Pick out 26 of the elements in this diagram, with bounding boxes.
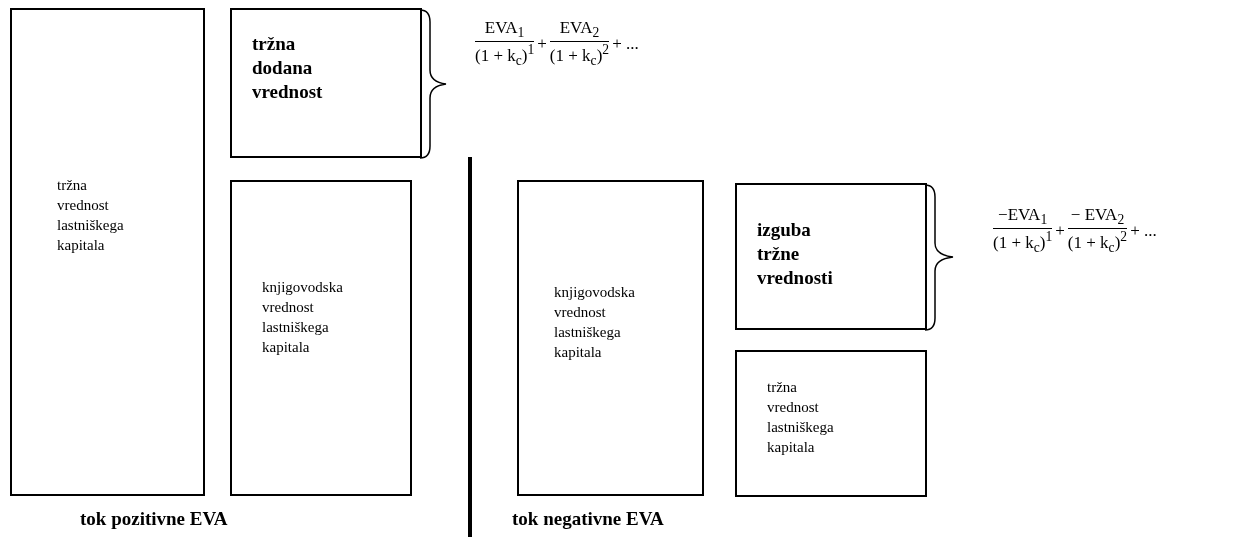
denominator: (1 + k$_{c}$)$^{2}$ (1067, 229, 1128, 257)
numerator: −EVA$_{1}$ (998, 205, 1048, 229)
plus-sign: + (1055, 220, 1065, 241)
caption: tok negativne EVA (512, 508, 664, 530)
box-label: knjigovodska vrednost lastniškega kapitala (262, 278, 344, 357)
denominator: (1 + k$_{c}$)$^{1}$ (993, 229, 1053, 257)
box-label: tržna dodana vrednost (252, 32, 324, 104)
box-label: tržna vrednost lastniškega kapitala (57, 176, 125, 255)
text-box (230, 8, 422, 158)
caption: tok pozitivne EVA (80, 508, 228, 530)
numerator: EVA$_{2}$ (559, 18, 600, 42)
denominator: (1 + k$_{c}$)$^{1}$ (475, 42, 535, 70)
text-box (735, 183, 927, 330)
text-box (230, 180, 412, 496)
text-box (735, 350, 927, 497)
box-label: izguba tržne vrednosti (757, 218, 834, 290)
text-box (517, 180, 704, 496)
ellipsis-term: + ... (612, 33, 639, 54)
plus-sign: + (537, 33, 547, 54)
ellipsis-term: + ... (1130, 220, 1157, 241)
text-box (10, 8, 205, 496)
numerator: − EVA$_{2}$ (1070, 205, 1125, 229)
box-label: tržna vrednost lastniškega kapitala (767, 378, 835, 457)
box-label: knjigovodska vrednost lastniškega kapitala (554, 283, 636, 362)
numerator: EVA$_{1}$ (484, 18, 525, 42)
denominator: (1 + k$_{c}$)$^{2}$ (549, 42, 610, 70)
